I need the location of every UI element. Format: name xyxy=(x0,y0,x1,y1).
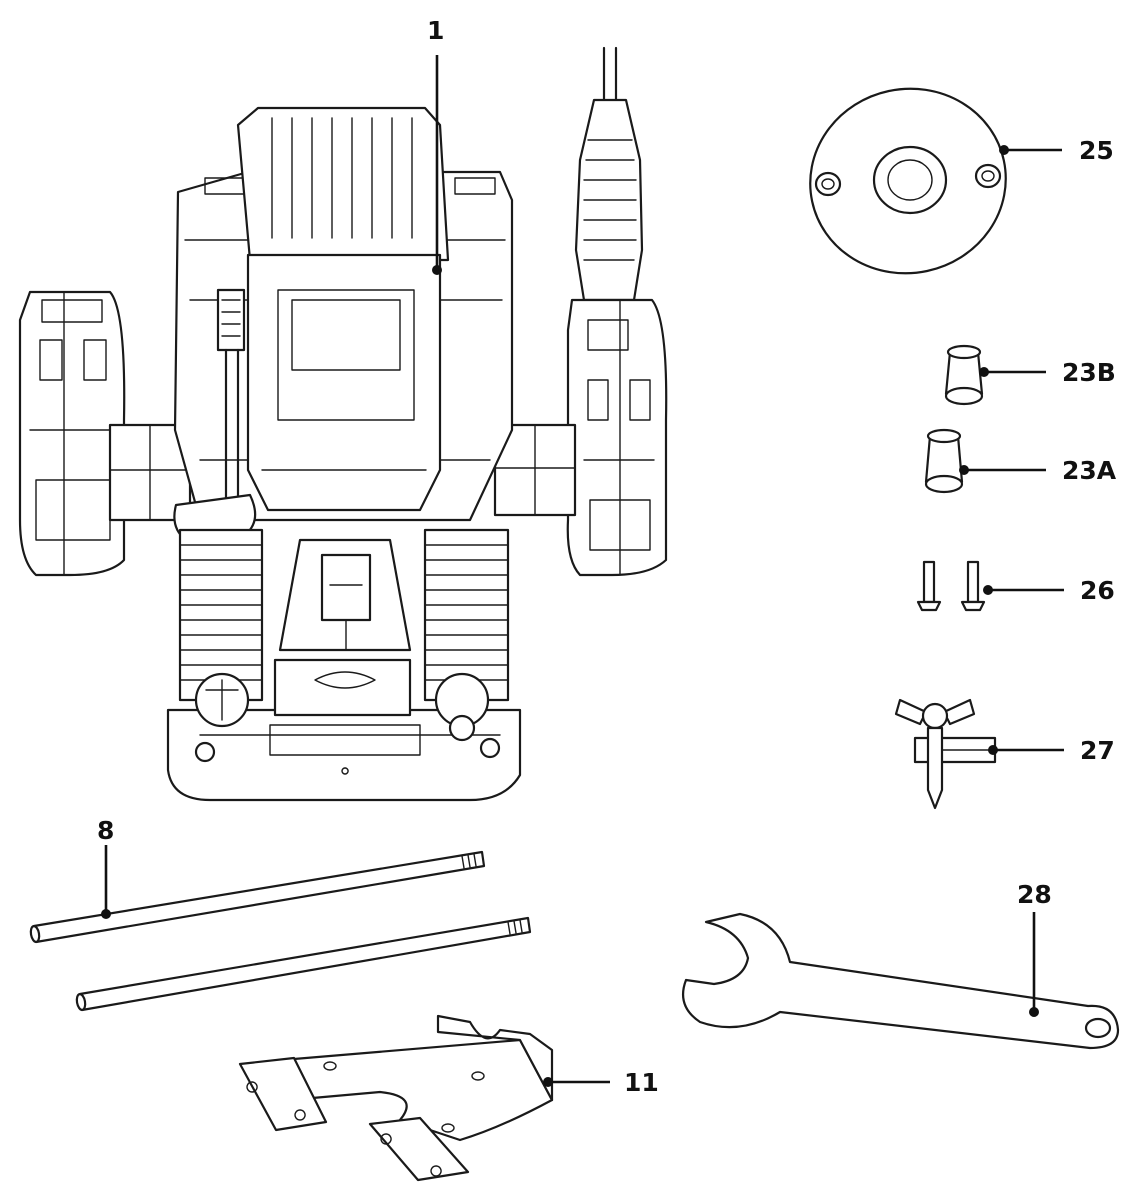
label-part-26: 26 xyxy=(1080,576,1115,605)
circle-guide-27-drawing xyxy=(894,698,997,810)
label-part-8: 8 xyxy=(97,816,115,845)
label-part-1: 1 xyxy=(427,16,445,45)
spanner-28-drawing xyxy=(682,912,1120,1050)
label-part-27: 27 xyxy=(1080,736,1115,765)
router-drawing xyxy=(18,46,668,802)
label-part-11: 11 xyxy=(624,1068,659,1097)
guide-rods-8-drawing xyxy=(29,850,532,1012)
parallel-guide-11-drawing xyxy=(238,1014,554,1182)
label-part-25: 25 xyxy=(1079,136,1114,165)
label-part-23a: 23A xyxy=(1062,456,1117,485)
base-plate-disk-drawing xyxy=(809,87,1007,275)
label-part-23b: 23B xyxy=(1062,358,1116,387)
collet-23a-drawing xyxy=(924,428,964,494)
pins-26-drawing xyxy=(916,560,986,612)
label-part-28: 28 xyxy=(1017,880,1052,909)
collet-23b-drawing xyxy=(944,344,984,406)
